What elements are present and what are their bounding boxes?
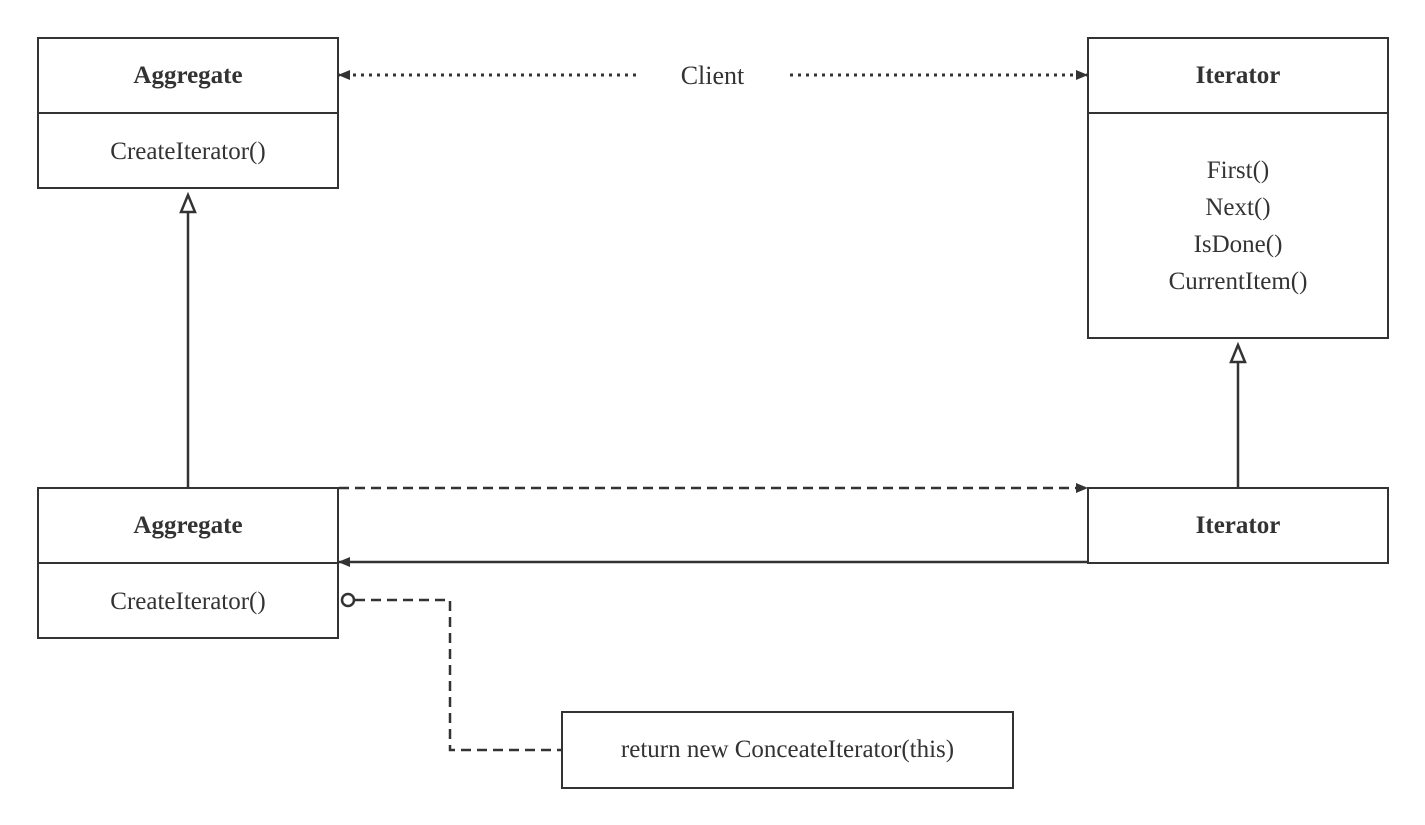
- aggregate-generalization-arrowhead: [179, 191, 197, 214]
- method-is-done: IsDone(): [1193, 231, 1283, 258]
- code-note-box: return new ConceateIterator(this): [561, 711, 1014, 789]
- concrete-iterator-class-box: Iterator: [1087, 487, 1389, 564]
- iterator-class-methods: First() Next() IsDone() CurrentItem(): [1089, 114, 1387, 338]
- iterator-generalization-arrowhead: [1229, 341, 1247, 364]
- concrete-iterator-class-name: Iterator: [1195, 511, 1281, 539]
- iterator-class-box: Iterator First() Next() IsDone() Current…: [1087, 37, 1389, 339]
- client-label: Client: [640, 58, 785, 94]
- aggregate-class-name: Aggregate: [39, 39, 337, 114]
- aggregate-class-box: Aggregate CreateIterator(): [37, 37, 339, 189]
- code-note-text: return new ConceateIterator(this): [620, 736, 955, 763]
- concrete-aggregate-class-methods: CreateIterator(): [39, 564, 337, 638]
- method-current-item: CurrentItem(): [1168, 268, 1308, 295]
- concrete-aggregate-class-name: Aggregate: [39, 489, 337, 564]
- method-create-iterator: CreateIterator(): [110, 587, 266, 615]
- iterator-class-name: Iterator: [1089, 39, 1387, 114]
- method-create-iterator: CreateIterator(): [110, 137, 266, 165]
- aggregate-class-methods: CreateIterator(): [39, 114, 337, 188]
- method-next: Next(): [1205, 194, 1271, 221]
- method-first: First(): [1206, 157, 1270, 184]
- note-connector: [355, 598, 561, 752]
- concrete-aggregate-class-box: Aggregate CreateIterator(): [37, 487, 339, 639]
- note-anchor-circle: [340, 592, 356, 608]
